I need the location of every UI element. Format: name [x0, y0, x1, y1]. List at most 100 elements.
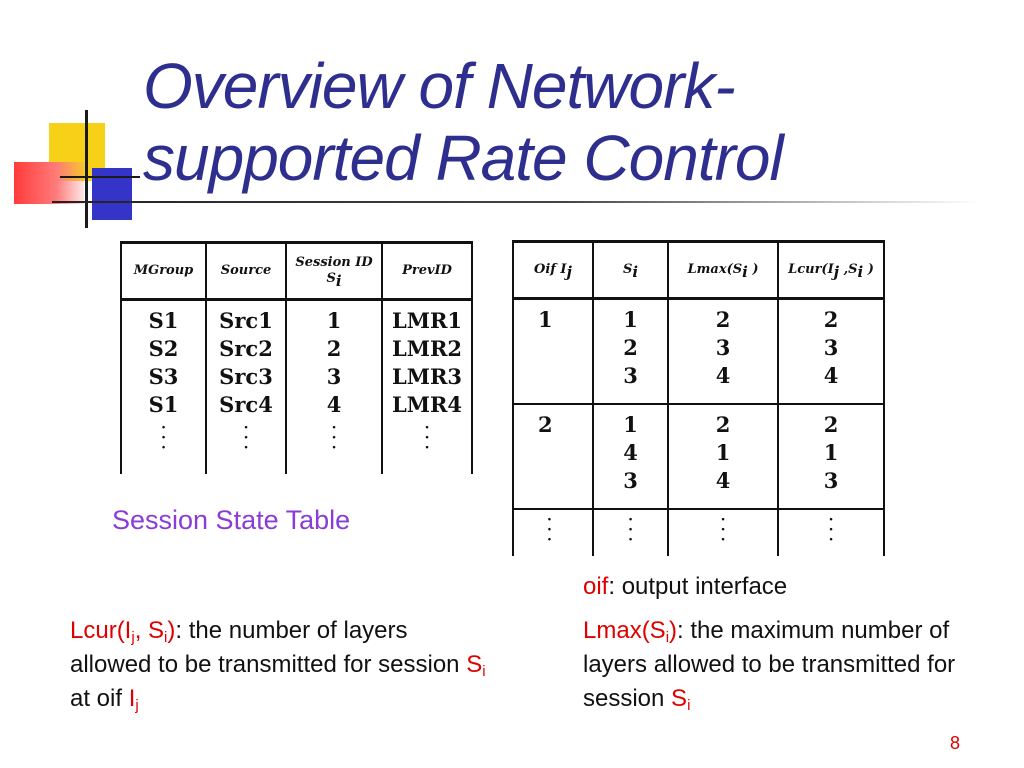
- header-mgroup: MGroup: [120, 241, 207, 301]
- cell-previd: LMR1: [391, 308, 463, 333]
- lcur-term-a: Lcur(I: [70, 617, 132, 644]
- header-oif: Oif Ij: [512, 240, 594, 300]
- cell-lcur: 3: [823, 335, 839, 360]
- cell-mgroup: S3: [148, 364, 179, 389]
- header-lcur-mid: ,S: [839, 262, 858, 277]
- table-row: ··· ··· ··· ···: [512, 509, 885, 556]
- cell-si: 1: [623, 412, 638, 437]
- cell-si: 3: [623, 363, 638, 388]
- lcur-desc-s-letter: S: [466, 651, 483, 678]
- table-row: S1 S2 S3 S1 ··· Src1 Src2 Src3 Src4 ··· …: [120, 299, 473, 474]
- deco-horizontal-line: [60, 176, 140, 178]
- cell-si: 1: [623, 307, 638, 332]
- lmax-term-sub: i: [665, 629, 670, 646]
- lmax-term: Lmax(Si): [583, 617, 678, 646]
- header-lmax: Lmax(Si ): [667, 240, 779, 300]
- lmax-desc-a: : the maximum number of layers allowed t…: [583, 617, 956, 712]
- ellipsis-dots: ···: [161, 420, 166, 456]
- header-lcur-sub2: i: [857, 263, 864, 281]
- lmax-desc-s-sub: i: [687, 697, 691, 714]
- ellipsis-dots: ···: [720, 512, 726, 548]
- cell-mgroup: S1: [148, 392, 179, 417]
- oif-desc: : output interface: [608, 573, 788, 600]
- oif-layer-table: Oif Ij Si Lmax(Si ) Lcur(Ij ,Si ) 1 1 2 …: [512, 240, 885, 556]
- cell-lmax: 3: [715, 335, 731, 360]
- slide-title: Overview of Network- supported Rate Cont…: [143, 50, 1003, 194]
- lmax-desc-s-letter: S: [671, 685, 688, 712]
- cell-previd: LMR3: [391, 364, 463, 389]
- table-row: 1 1 2 3 2 3 4 2 3 4: [512, 298, 885, 405]
- header-si: Si: [592, 240, 669, 300]
- header-session-id-label: Session ID: [295, 255, 373, 270]
- header-source: Source: [205, 241, 287, 301]
- cell-lcur: 3: [823, 468, 839, 493]
- lmax-term-a: Lmax(S: [583, 617, 666, 644]
- lcur-term-c: ): [167, 617, 176, 644]
- lcur-desc-s: Si: [466, 651, 485, 679]
- header-si-sub: i: [632, 263, 639, 281]
- header-lmax-end: ): [747, 262, 759, 277]
- cell-si: 2: [623, 335, 638, 360]
- oif-term: oif: [583, 573, 609, 600]
- lcur-desc-b: at oif: [70, 685, 129, 712]
- cell-session-id: 4: [326, 392, 342, 417]
- lcur-desc-i: Ij: [129, 685, 139, 714]
- header-previd: PrevID: [381, 241, 473, 301]
- cell-session-id: 1: [326, 308, 342, 333]
- cell-source: Src3: [219, 364, 273, 389]
- header-lcur-sub1: j: [833, 263, 840, 281]
- deco-red-square: [14, 162, 84, 204]
- cell-previd: LMR4: [391, 392, 463, 417]
- page-number: 8: [950, 733, 961, 753]
- cell-si: 4: [623, 440, 638, 465]
- oif-definition: oif: output interface: [583, 570, 1003, 604]
- lcur-term-b: , S: [134, 617, 165, 644]
- header-lcur: Lcur(Ij ,Si ): [777, 240, 885, 300]
- session-table-caption: Session State Table: [112, 505, 351, 535]
- cell-lmax: 2: [715, 412, 731, 437]
- ellipsis-dots: ···: [628, 512, 633, 548]
- title-rule: [52, 201, 982, 203]
- lcur-desc-i-sub: j: [135, 697, 139, 714]
- header-session-id-s: S: [326, 271, 336, 286]
- ellipsis-dots: ···: [243, 420, 249, 456]
- header-si-label: S: [622, 262, 633, 277]
- lmax-term-c: ): [669, 617, 678, 644]
- header-lcur-end: ): [863, 262, 874, 277]
- lcur-term-sub1: j: [131, 629, 135, 646]
- cell-lmax: 2: [715, 307, 731, 332]
- cell-lcur: 4: [823, 363, 839, 388]
- cell-lmax: 4: [715, 468, 731, 493]
- cell-previd: LMR2: [391, 336, 463, 361]
- ellipsis-dots: ···: [547, 512, 552, 548]
- title-line-2: supported Rate Control: [143, 122, 784, 194]
- cell-source: Src2: [219, 336, 273, 361]
- deco-vertical-line: [85, 110, 88, 228]
- cell-mgroup: S2: [148, 336, 179, 361]
- ellipsis-dots: ···: [331, 420, 337, 456]
- cell-oif: 2: [512, 404, 594, 510]
- ellipsis-dots: ···: [828, 512, 834, 548]
- cell-si: 3: [623, 468, 638, 493]
- cell-session-id: 3: [326, 364, 342, 389]
- table-row: 2 1 4 3 2 1 4 2 1 3: [512, 404, 885, 510]
- header-lcur-label: Lcur(I: [788, 262, 834, 277]
- cell-lmax: 4: [715, 363, 731, 388]
- cell-source: Src1: [219, 308, 273, 333]
- lmax-desc-s: Si: [671, 685, 691, 714]
- cell-lcur: 2: [823, 412, 839, 437]
- ellipsis-dots: ···: [424, 420, 430, 456]
- header-lmax-sub: i: [742, 263, 748, 281]
- header-session-id: Session ID Si: [285, 241, 383, 301]
- lcur-term: Lcur(Ij, Si): [70, 617, 176, 646]
- cell-oif: 1: [512, 298, 594, 405]
- lcur-desc-a: : the number of layers allowed to be tra…: [70, 617, 467, 678]
- header-lmax-label: Lmax(S: [687, 262, 743, 277]
- cell-session-id: 2: [326, 336, 342, 361]
- cell-lcur: 1: [823, 440, 839, 465]
- header-session-id-sub: i: [335, 272, 342, 290]
- lmax-definition: Lmax(Si): the maximum number of layers a…: [583, 614, 1003, 716]
- cell-source: Src4: [219, 392, 273, 417]
- header-oif-sub: j: [566, 263, 572, 281]
- cell-mgroup: S1: [148, 308, 179, 333]
